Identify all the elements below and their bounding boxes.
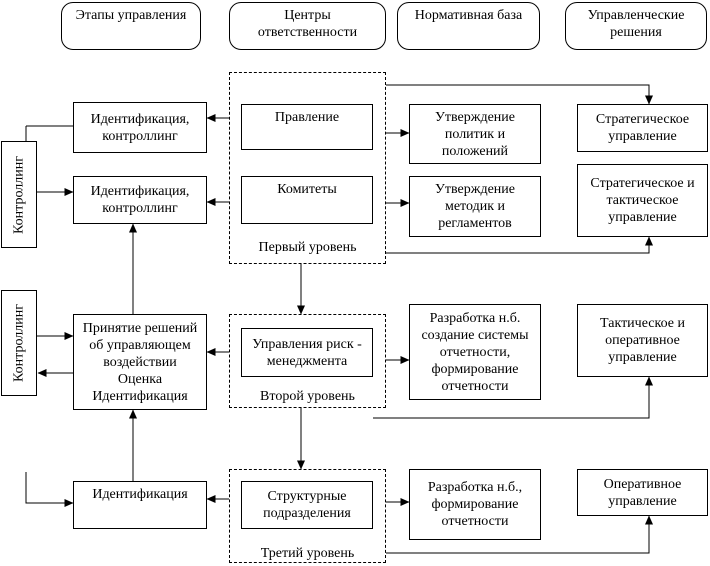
level-1-label: Первый уровень: [258, 240, 357, 255]
side-controlling-2-label: Контроллинг: [11, 304, 27, 382]
normative-policies: Утверждение политик и положений: [409, 104, 541, 164]
level-1-container: [229, 72, 386, 264]
side-controlling-1: Контроллинг: [1, 141, 37, 248]
center-divisions: Структурные подразделения: [241, 481, 373, 529]
level-2-label: Второй уровень: [260, 389, 355, 404]
header-decisions: Управленческие решения: [565, 2, 707, 50]
level-2-container: [229, 314, 386, 408]
decision-tactical-operational: Тактическое и оперативное управление: [577, 304, 708, 377]
center-committees: Комитеты: [241, 176, 373, 224]
header-normative: Нормативная база: [397, 2, 540, 50]
decision-strategic-tactical: Стратегическое и тактическое управление: [577, 164, 708, 237]
level-3-label: Третий уровень: [260, 546, 355, 561]
normative-reporting-system: Разработка н.б. создание системы отчетно…: [409, 304, 541, 400]
center-board: Правление: [241, 104, 373, 150]
header-centers: Центры ответственности: [229, 2, 386, 50]
side-controlling-1-label: Контроллинг: [11, 155, 27, 234]
normative-reporting: Разработка н.б., формирование отчетности: [409, 469, 541, 540]
decision-operational: Оперативное управление: [577, 469, 708, 516]
side-controlling-2: Контроллинг: [1, 290, 37, 396]
normative-methods: Утверждение методик и регламентов: [409, 176, 541, 237]
stage-identification-control-1: Идентификация, контроллинг: [73, 102, 207, 153]
decision-strategic: Стратегическое управление: [577, 104, 708, 152]
stage-decision-making: Принятие решений об управляющем воздейст…: [73, 314, 207, 410]
stage-identification-control-2: Идентификация, контроллинг: [73, 176, 207, 224]
center-risk-management: Управления риск - менеджмента: [241, 328, 373, 377]
level-3-container: [229, 469, 386, 563]
header-stages: Этапы управления: [61, 2, 201, 50]
stage-identification: Идентификация: [73, 481, 207, 529]
